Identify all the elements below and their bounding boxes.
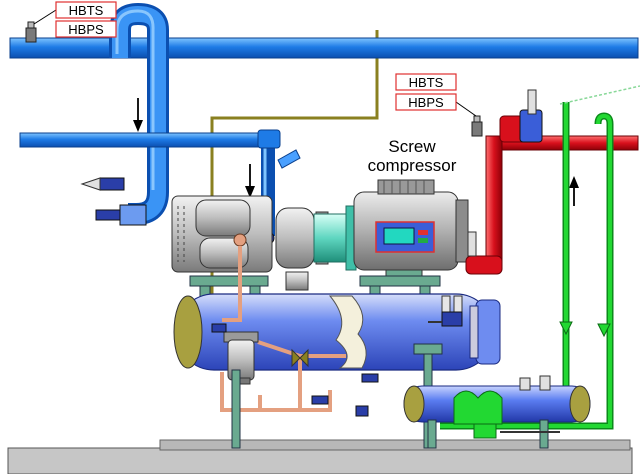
support-right: [359, 275, 441, 287]
valve-oil-4: [355, 405, 369, 417]
hbts-label-top-text: HBTS: [69, 3, 104, 18]
hbts-label-top: HBTS: [55, 1, 117, 19]
compressor-caption-line2: compressor: [368, 156, 457, 175]
economizer-leg-right: [539, 419, 549, 449]
three-way-valve: [291, 348, 309, 368]
vessel-leg-left: [231, 369, 241, 449]
discharge-riser: [485, 135, 503, 267]
suction-header-top-gooseneck-shine: [115, 9, 155, 190]
strainer-icon: [277, 149, 301, 169]
valve-oil-2: [311, 395, 329, 405]
green-valve-1: [559, 321, 573, 336]
instrument-cluster: [428, 295, 463, 327]
up-arrow-icon-2: [569, 176, 579, 206]
suction-line-second: [19, 132, 271, 148]
economizer-vessel: [403, 375, 591, 439]
sensor-right: [455, 101, 483, 137]
copper-oil-piping: [220, 246, 346, 412]
vessel-leg-right-cap: [413, 343, 443, 355]
hbts-label-right-text: HBTS: [409, 75, 444, 90]
foundation-slab: [7, 447, 633, 474]
suction-riser-valve: [257, 129, 281, 149]
screw-compressor-body: [171, 195, 329, 291]
discharge-valve-blue: [519, 109, 543, 143]
foundation-plinth: [159, 439, 631, 451]
gauge-right-top: [527, 89, 537, 115]
hbps-label-top-text: HBPS: [68, 22, 104, 37]
control-panel: [375, 221, 435, 253]
copper-fitting: [233, 233, 247, 247]
valve-left: [95, 204, 147, 226]
green-return-lines: [440, 85, 640, 430]
hbps-label-right-text: HBPS: [408, 95, 444, 110]
hbps-label-right: HBPS: [395, 93, 457, 111]
hbts-label-right: HBTS: [395, 73, 457, 91]
down-arrow-icon-2: [245, 164, 255, 198]
oil-line: [210, 30, 379, 200]
suction-header-top-gooseneck-highlight: [112, 5, 166, 222]
sensor-top-left: [25, 9, 57, 43]
suction-header-top: [9, 37, 639, 59]
green-valve-2: [597, 323, 611, 338]
hbps-label-top: HBPS: [55, 20, 117, 38]
economizer-leg-left: [427, 419, 437, 449]
down-arrow-icon: [133, 98, 143, 132]
oil-filter: [223, 331, 259, 385]
gauge-right-mid: [467, 231, 477, 257]
pressure-gauge-left: [80, 177, 125, 191]
discharge-elbow: [465, 255, 503, 275]
support-left: [189, 275, 269, 287]
valve-oil-3: [361, 373, 379, 383]
valve-oil-1: [211, 323, 227, 333]
compressor-caption-line1: Screw: [388, 137, 436, 156]
